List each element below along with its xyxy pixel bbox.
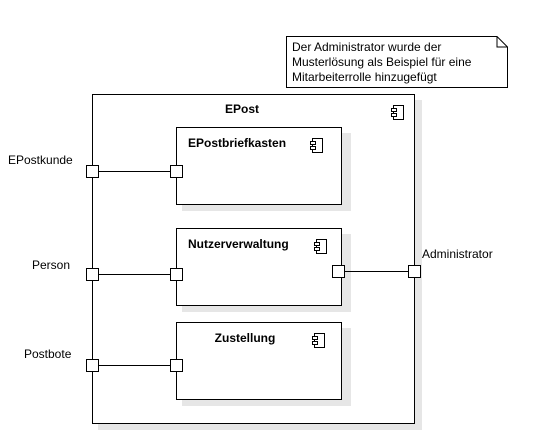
- note: Der Administrator wurde der Musterlösung…: [286, 36, 508, 88]
- port-label-administrator: Administrator: [422, 247, 493, 261]
- ports: [86, 165, 421, 372]
- component-zustellung[interactable]: Zustellung: [176, 322, 352, 407]
- component-nutzerverwaltung-name: Nutzerverwaltung: [188, 237, 289, 251]
- component-epostbriefkasten-name: EPostbriefkasten: [188, 136, 286, 150]
- component-epostbriefkasten[interactable]: EPostbriefkasten: [176, 127, 352, 212]
- note-line-3: Mitarbeiterrolle hinzugefügt: [292, 70, 437, 84]
- port-postbote-outer[interactable]: [86, 359, 99, 372]
- port-epostkunde-outer[interactable]: [86, 165, 99, 178]
- component-icon: [310, 138, 323, 153]
- component-zustellung-name: Zustellung: [215, 331, 276, 345]
- component-icon: [312, 333, 325, 348]
- component-nutzerverwaltung-box: [176, 228, 342, 306]
- port-nutzerverwaltung-admin[interactable]: [332, 265, 345, 278]
- port-postbote-inner[interactable]: [170, 359, 183, 372]
- port-epostkunde-inner[interactable]: [170, 165, 183, 178]
- component-epost-name: EPost: [225, 102, 259, 116]
- note-line-2: Musterlösung als Beispiel für eine: [292, 55, 472, 69]
- note-fold: [496, 36, 508, 48]
- port-administrator-outer[interactable]: [408, 265, 421, 278]
- component-nutzerverwaltung[interactable]: Nutzerverwaltung: [176, 228, 352, 313]
- component-icon: [314, 239, 327, 254]
- port-person-outer[interactable]: [86, 268, 99, 281]
- note-shape: [286, 36, 508, 88]
- port-label-person: Person: [32, 258, 70, 272]
- port-label-postbote: Postbote: [24, 347, 72, 361]
- port-label-epostkunde: EPostkunde: [8, 153, 73, 167]
- component-icon: [391, 105, 404, 120]
- port-person-inner[interactable]: [170, 268, 183, 281]
- note-line-1: Der Administrator wurde der: [292, 40, 441, 54]
- connectors: [99, 171, 408, 366]
